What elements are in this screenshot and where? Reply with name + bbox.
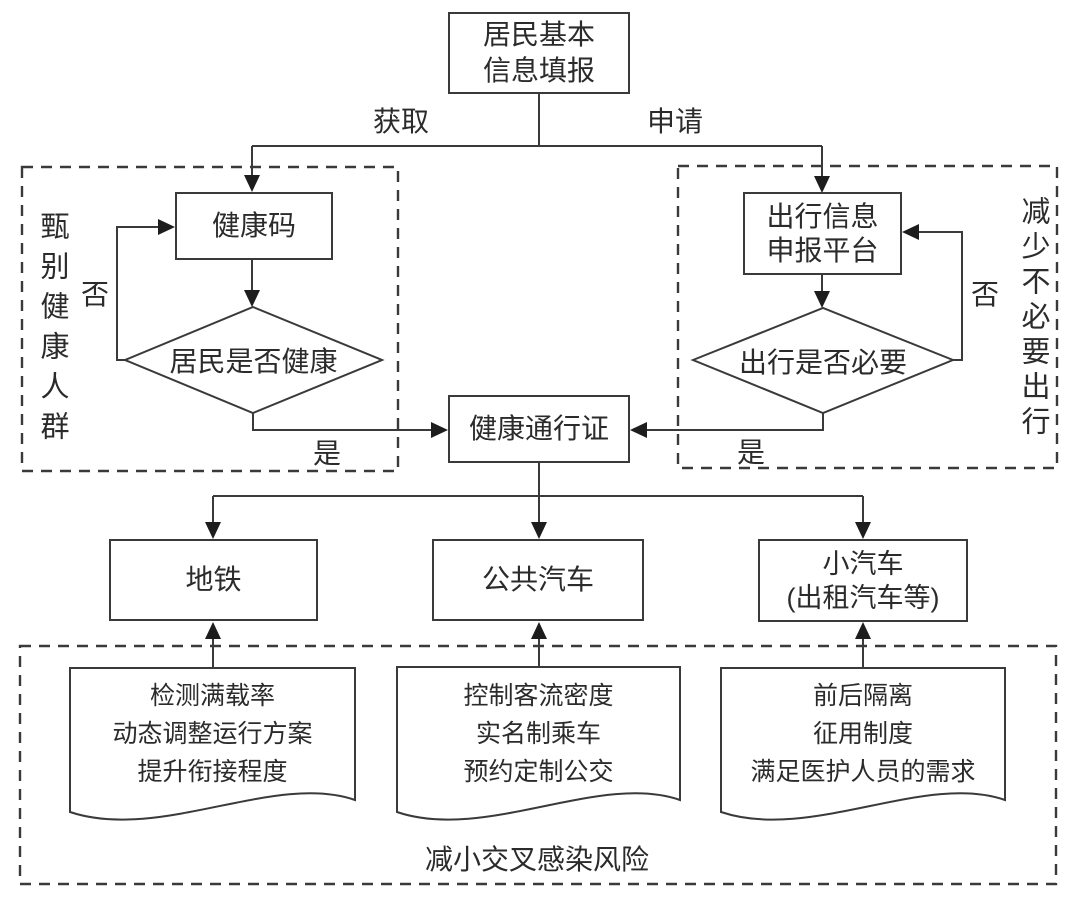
- node-resident-info-line1: 居民基本: [482, 19, 595, 50]
- edge-yes-left: [252, 413, 445, 431]
- arrowhead-to-car: [855, 522, 871, 539]
- document-metro-measures[interactable]: 检测满载率 动态调整运行方案 提升衔接程度: [70, 677, 355, 791]
- edge-label-yes-left: 是: [312, 438, 342, 469]
- document-car-line2: 征用制度: [812, 720, 913, 748]
- document-car-line1: 前后隔离: [812, 682, 913, 710]
- node-travel-platform[interactable]: 出行信息 申报平台: [743, 192, 902, 275]
- node-car-line2: (出租汽车等): [786, 582, 940, 613]
- arrowhead-no-left: [158, 219, 175, 235]
- document-metro-line1: 检测满载率: [149, 682, 275, 710]
- document-metro-shape: [69, 667, 356, 821]
- node-metro-label: 地铁: [185, 564, 242, 595]
- edge-label-apply: 申请: [646, 106, 704, 137]
- edge-label-no-right: 否: [970, 279, 1000, 310]
- arrowhead-yes-left: [431, 422, 448, 438]
- document-bus-measures[interactable]: 控制客流密度 实名制乘车 预约定制公交: [397, 677, 680, 791]
- node-metro[interactable]: 地铁: [109, 539, 318, 621]
- arrowhead-platform-decision: [814, 291, 830, 308]
- node-bus-label: 公共汽车: [481, 564, 594, 595]
- document-car-line3: 满足医护人员的需求: [750, 758, 976, 786]
- node-bus[interactable]: 公共汽车: [432, 539, 644, 621]
- arrowhead-no-right: [902, 224, 919, 240]
- document-bus-shape: [396, 666, 681, 821]
- node-health-pass-label: 健康通行证: [468, 413, 609, 444]
- document-bus-line3: 预约定制公交: [463, 758, 614, 786]
- edge-label-no-left: 否: [80, 279, 110, 310]
- group-box-reduce-infection: [18, 644, 1058, 886]
- arrowhead-to-bus: [531, 522, 547, 539]
- decision-resident-healthy-shape: [122, 305, 385, 415]
- document-metro-line3: 提升衔接程度: [137, 758, 288, 786]
- node-health-code[interactable]: 健康码: [175, 192, 333, 260]
- edge-no-right-loop: [905, 231, 963, 361]
- edge-yes-right: [633, 413, 824, 431]
- arrowhead-doc-bus: [531, 622, 547, 639]
- node-resident-info[interactable]: 居民基本 信息填报: [448, 12, 630, 94]
- document-car-measures[interactable]: 前后隔离 征用制度 满足医护人员的需求: [721, 677, 1005, 791]
- node-travel-platform-line2: 申报平台: [766, 234, 879, 266]
- document-metro-line2: 动态调整运行方案: [112, 720, 313, 748]
- node-car-line1: 小汽车: [822, 548, 904, 579]
- node-health-code-label: 健康码: [211, 210, 296, 241]
- arrowhead-apply: [814, 176, 830, 193]
- document-bus-line1: 控制客流密度: [463, 682, 614, 710]
- arrowhead-healthcode-decision: [244, 290, 260, 307]
- group-box-screen-healthy: [20, 165, 400, 473]
- node-travel-platform-line1: 出行信息: [766, 200, 879, 232]
- arrowhead-doc-metro: [205, 622, 221, 639]
- arrowhead-obtain: [244, 175, 260, 192]
- group-caption-reduce-travel: 减少不必要出行: [1017, 196, 1049, 441]
- arrowhead-doc-car: [855, 622, 871, 639]
- document-car-shape: [720, 667, 1006, 821]
- node-health-pass[interactable]: 健康通行证: [448, 395, 630, 463]
- group-caption-reduce-infection: 减小交叉感染风险: [424, 844, 650, 875]
- node-car[interactable]: 小汽车 (出租汽车等): [758, 539, 968, 622]
- arrowhead-yes-right: [630, 422, 647, 438]
- edge-label-obtain: 获取: [372, 106, 430, 137]
- arrowhead-to-metro: [205, 522, 221, 539]
- document-bus-line2: 实名制乘车: [475, 720, 601, 748]
- edge-no-left-loop: [116, 226, 172, 361]
- edge-label-yes-right: 是: [736, 437, 766, 468]
- decision-travel-necessary-shape: [690, 306, 956, 415]
- node-resident-info-line2: 信息填报: [482, 55, 595, 86]
- group-caption-screen-healthy: 甄别健康人群: [36, 211, 68, 451]
